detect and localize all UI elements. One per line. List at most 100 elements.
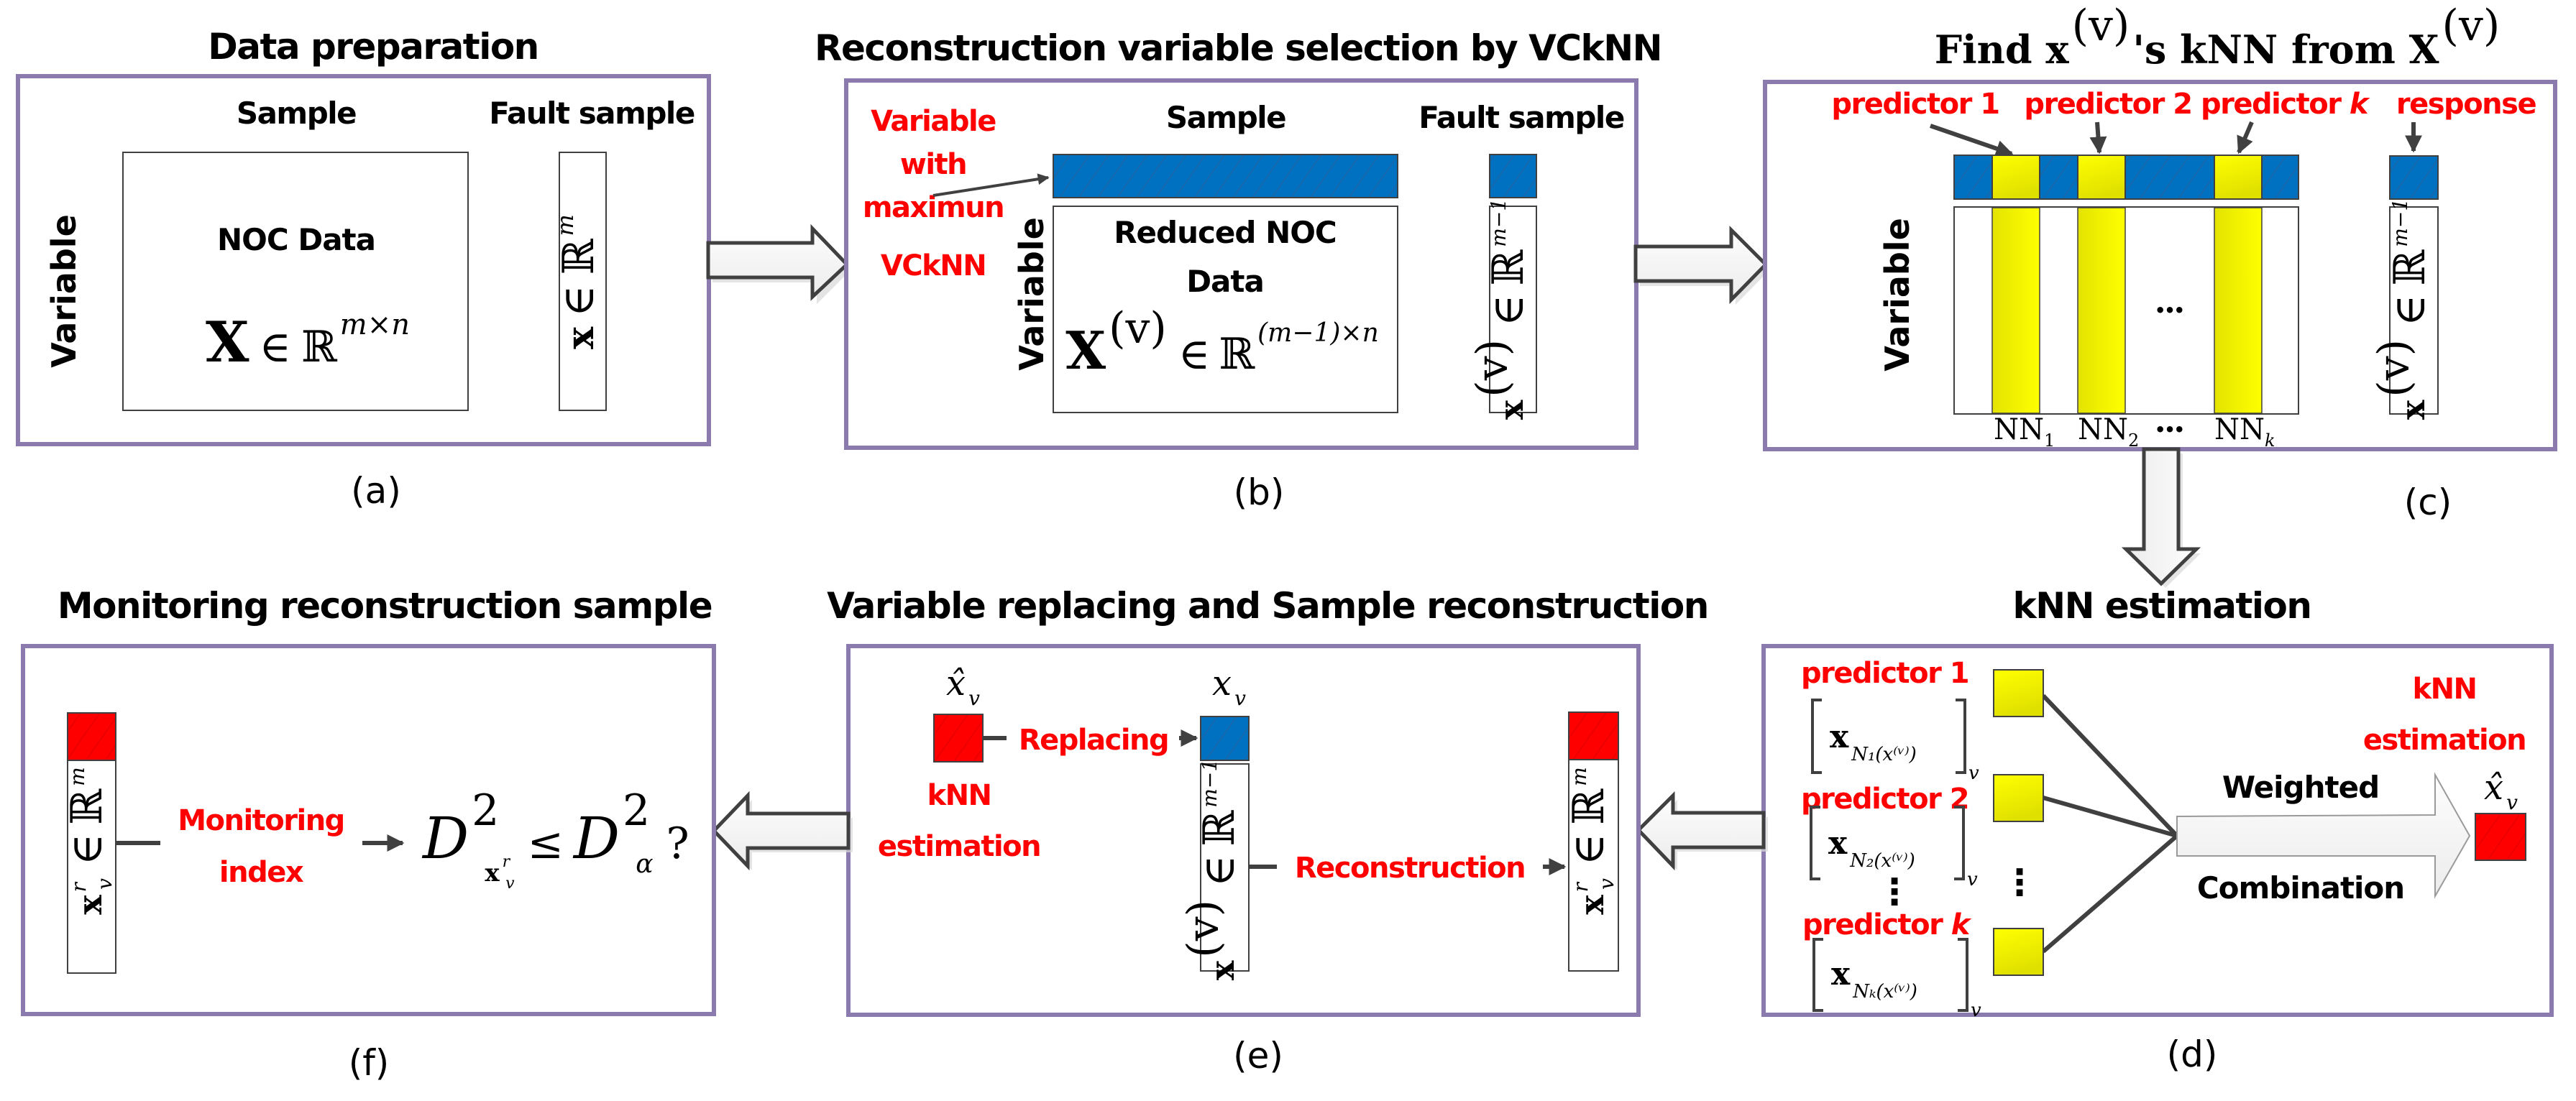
weighted-combination-arrow xyxy=(2176,772,2471,899)
annotation-line-1: Variable xyxy=(871,105,996,138)
predictor-2-formula: x N₂(x⁽ᵛ⁾) xyxy=(1828,825,1915,872)
panel-c-title: Find x (v) 's kNN from X (v) xyxy=(1935,1,2501,73)
noc-data-matrix xyxy=(122,152,469,411)
combination-label: Combination xyxy=(2197,870,2404,906)
panel-c-variable-axis-label: Variable xyxy=(1878,218,1917,372)
nn-2-cell xyxy=(2077,155,2126,200)
nn-label-k: NNk xyxy=(2214,413,2275,451)
label-predictor-1: predictor 1 xyxy=(1831,88,1999,121)
reconstructed-vector-e-formula: x r v ∈ ℝ m xyxy=(1564,767,1618,915)
reconstructed-cell-f xyxy=(67,712,116,761)
panel-b-fault-sample-label: Fault sample xyxy=(1418,100,1624,135)
predictor-2-outer-sub: v xyxy=(1967,869,1978,890)
original-symbol: x v xyxy=(1212,663,1246,710)
reduced-noc-matrix xyxy=(1053,206,1398,413)
predictor-k-label: predictor k xyxy=(1802,908,1972,941)
reconstructed-vector-f xyxy=(67,760,116,974)
estimate-symbol: x̂ v xyxy=(2484,768,2518,814)
panel-c-find-knn: Find x (v) 's kNN from X (v) predictor 1… xyxy=(1763,1,2557,523)
nn-1-column xyxy=(1991,207,2040,414)
nn-label-2: NN2 xyxy=(2078,413,2139,451)
label-predictor-2: predictor 2 xyxy=(2024,88,2191,121)
selected-variable-row xyxy=(1053,154,1398,198)
weighted-label: Weighted xyxy=(2222,770,2379,805)
panel-b-variable-axis-label: Variable xyxy=(1012,217,1051,371)
panel-f-caption: (f) xyxy=(349,1042,390,1084)
response-vector-formula: x (v) ∈ ℝ m−1 xyxy=(2369,198,2435,420)
panel-f-monitoring: Monitoring reconstruction sample x r v ∈… xyxy=(21,585,716,1084)
nn-k-column xyxy=(2214,207,2263,414)
panel-b-caption: (b) xyxy=(1234,471,1285,513)
panel-e-title: Variable replacing and Sample reconstruc… xyxy=(827,585,1708,627)
predictor-1-label: predictor 1 xyxy=(1801,657,1968,690)
link-predictor-k xyxy=(2042,834,2178,954)
reconstructed-cell xyxy=(1568,711,1619,760)
columns-ellipsis: ••• xyxy=(2155,300,2183,321)
bracket-left-1 xyxy=(1811,699,1822,774)
pointer-predictor-2 xyxy=(2089,121,2107,155)
link-predictor-1 xyxy=(2041,694,2179,838)
panel-a-caption: (a) xyxy=(351,470,401,512)
response-cell xyxy=(2389,155,2439,200)
panel-f-title: Monitoring reconstruction sample xyxy=(58,585,712,627)
bracket-left-2 xyxy=(1810,806,1820,880)
left-arrow-icon xyxy=(1636,791,1766,871)
predictor-k-formula: x Nₖ(x⁽ᵛ⁾) xyxy=(1831,956,1917,1003)
panel-f-border xyxy=(21,644,716,1016)
predictor-1-outer-sub: v xyxy=(1968,763,1979,784)
monitoring-test-formula: D 2 x r v ≤ D 2 α ? xyxy=(421,786,689,893)
bracket-right-k xyxy=(1958,938,1968,1012)
annotation-line-2: with xyxy=(900,148,966,181)
panel-a-variable-axis-label: Variable xyxy=(45,214,83,368)
fault-variable-cell xyxy=(1489,154,1537,198)
arrow-c-to-d xyxy=(2121,447,2201,588)
panel-d-caption: (d) xyxy=(2167,1033,2218,1075)
predictor-k-cell xyxy=(1993,928,2044,976)
nn-1-cell xyxy=(1991,155,2040,200)
estimate-label-1: kNN xyxy=(2412,673,2476,706)
right-arrow-icon xyxy=(1633,225,1769,305)
predictor-1-cell xyxy=(1993,669,2044,717)
panel-e-caption: (e) xyxy=(1233,1035,1283,1077)
annotation-line-3: maximun xyxy=(863,191,1004,224)
panel-e-replacing-reconstruction: Variable replacing and Sample reconstruc… xyxy=(827,585,1709,1077)
response-vector xyxy=(2389,206,2439,415)
reduced-fault-vector xyxy=(1489,206,1537,413)
reconstructed-vector-e xyxy=(1568,759,1619,972)
panel-b-sample-label: Sample xyxy=(1166,100,1285,135)
panel-a-fault-sample-label: Fault sample xyxy=(489,96,695,131)
original-fault-cell xyxy=(1200,716,1250,761)
estimate-symbol-e: x̂ v xyxy=(946,663,980,710)
nn-k-cell xyxy=(2214,155,2263,200)
predictor-k-outer-sub: v xyxy=(1971,1000,1981,1021)
monitoring-label-2: index xyxy=(219,856,304,889)
reconstructed-vector-f-formula: x r v ∈ ℝ m xyxy=(62,767,116,915)
bracket-left-k xyxy=(1812,938,1823,1012)
fault-sample-vector xyxy=(559,152,607,411)
down-arrow-icon xyxy=(2121,447,2201,586)
nn-2-column xyxy=(2077,207,2126,414)
nn-label-1: NN1 xyxy=(1994,413,2055,451)
panel-a-title: Data preparation xyxy=(208,26,538,68)
panel-b-title: Reconstruction variable selection by VCk… xyxy=(815,27,1661,69)
estimate-label-e-1: kNN xyxy=(927,779,991,812)
fault-vector-formula: x ∈ ℝ m xyxy=(551,214,604,349)
predictor-1-formula: x N₁(x⁽ᵛ⁾) xyxy=(1830,719,1917,765)
estimate-cell-e xyxy=(933,714,984,763)
estimate-cell xyxy=(2475,813,2526,861)
reduced-vector-e-formula: x (v) ∈ ℝ m−1 xyxy=(1178,759,1245,980)
predictor-2-cell xyxy=(1993,774,2044,822)
predictor-2-label: predictor 2 xyxy=(1801,783,1968,816)
panel-d-knn-estimation: kNN estimation predictor 1 x N₁(x⁽ᵛ⁾) v … xyxy=(1761,585,2554,1075)
noc-matrix-formula: X ∈ ℝ m×n xyxy=(206,308,410,375)
reduced-noc-label-2: Data xyxy=(1186,264,1264,299)
link-predictor-2 xyxy=(2043,796,2178,838)
panel-b-variable-selection: Reconstruction variable selection by VCk… xyxy=(815,27,1662,513)
left-arrow-icon xyxy=(711,791,851,871)
arrow-d-to-e xyxy=(1636,791,1768,871)
pointer-predictor-k xyxy=(2237,121,2254,155)
arrow-e-to-f xyxy=(711,791,853,871)
annotation-line-4: VCkNN xyxy=(881,249,986,282)
bracket-right-1 xyxy=(1956,699,1966,774)
